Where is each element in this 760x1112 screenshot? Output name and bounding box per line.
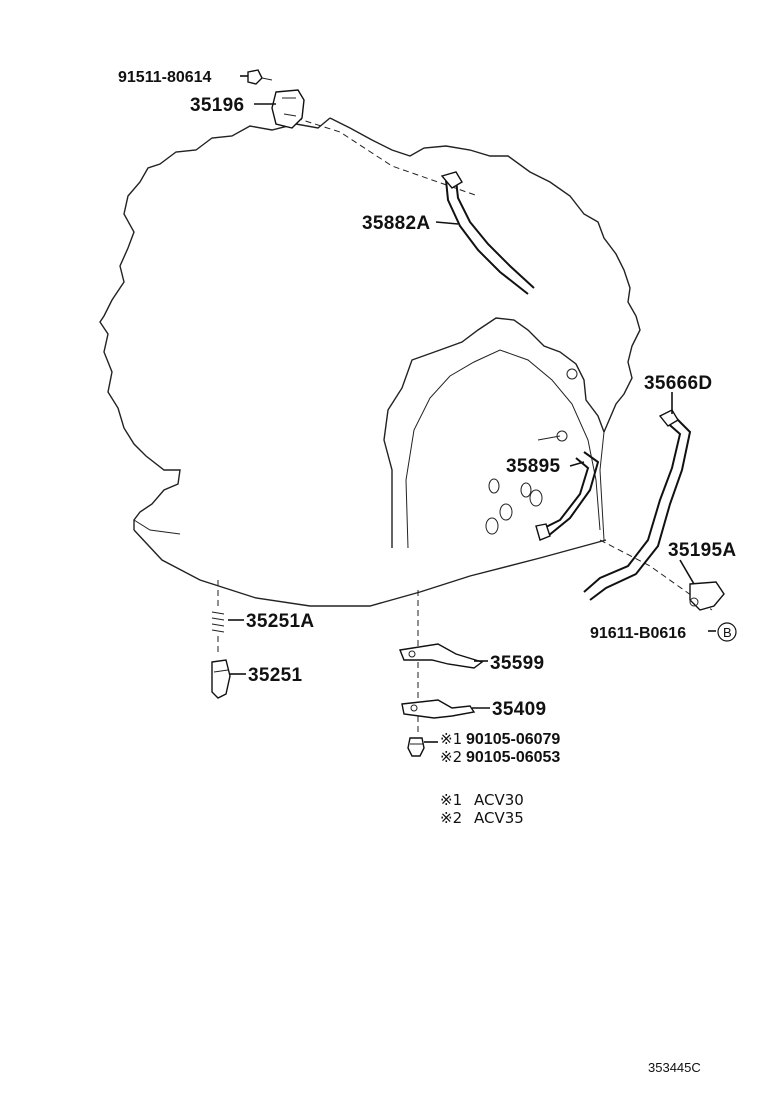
label-35895: 35895 [506,456,560,477]
spring-35251A [211,611,225,633]
hose-35666D [583,409,692,601]
transmission-case [99,117,641,607]
label-35666d: 35666D [644,373,712,394]
note-2-marker: ※2 [440,809,462,827]
label-35882a: 35882A [362,213,430,234]
bolt-91511 [247,69,273,85]
applicability-notes: ※1 ACV30 ※2 ACV35 [440,791,524,827]
figure-reference: 353445C [648,1060,701,1075]
label-35251: 35251 [248,665,302,686]
hose-35895 [535,451,600,541]
sensor-35251 [211,659,231,699]
leader-lines [228,75,716,743]
hose-35882A [440,171,535,295]
label-90105-06079: 90105-06079 [466,731,560,748]
label-90105-06053: 90105-06053 [466,749,560,766]
note-2-text: ACV35 [474,809,524,827]
note-1-text: ACV30 [474,791,524,809]
marker-1: ※1 [440,730,462,748]
label-35195a: 35195A [668,540,736,561]
bracket-35599 [399,643,484,669]
bolt-90105 [407,737,425,757]
marker-2: ※2 [440,748,462,766]
label-35599: 35599 [490,653,544,674]
label-91511-80614: 91511-80614 [118,69,212,86]
assembly-lines [217,117,713,734]
clamp-35195A [689,581,725,611]
clamp-35196 [271,89,305,129]
label-35409: 35409 [492,699,546,720]
note-1-marker: ※1 [440,791,462,809]
label-35196: 35196 [190,95,244,116]
label-91611-b0616: 91611-B0616 [590,625,686,642]
circle-marker-b: B [717,622,737,642]
bracket-35409 [401,699,476,719]
label-35251a: 35251A [246,611,314,632]
svg-text:B: B [723,625,732,640]
